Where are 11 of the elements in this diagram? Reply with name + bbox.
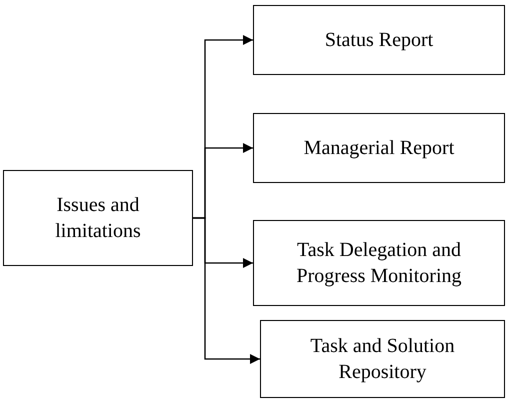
process-box: [253, 113, 505, 183]
box-label: Task Delegation and Progress Monitoring: [296, 238, 462, 289]
box-label: Managerial Report: [304, 136, 454, 161]
box-label: Task and Solution Repository: [309, 334, 456, 385]
box-label: Issues and limitations: [54, 193, 142, 244]
process-box: [3, 170, 193, 266]
arrow: [193, 217, 260, 364]
process-box: [253, 220, 505, 306]
process-box: [253, 5, 505, 75]
box-label: Status Report: [324, 28, 434, 53]
process-box: [260, 320, 505, 398]
